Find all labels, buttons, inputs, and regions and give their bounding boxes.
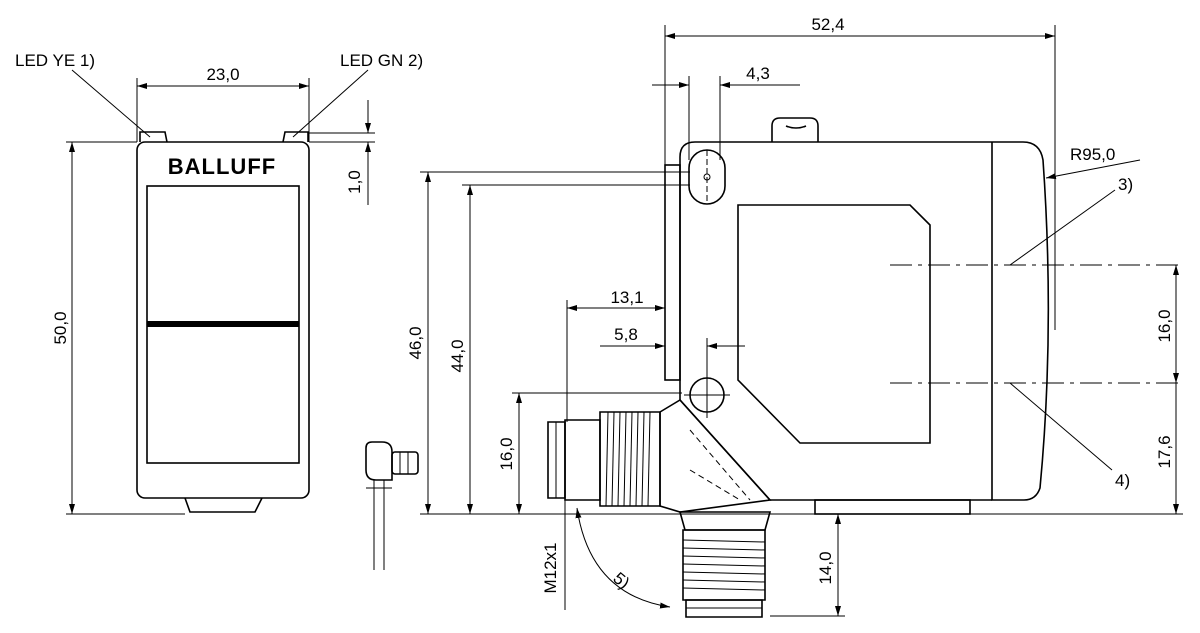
dim-height-46: 46,0 bbox=[406, 326, 425, 359]
label-thread: M12x1 bbox=[541, 542, 560, 593]
dim-optical-17: 17,6 bbox=[1155, 435, 1174, 468]
label-radius: R95,0 bbox=[1070, 145, 1115, 164]
top-clip bbox=[771, 117, 819, 142]
side-housing bbox=[679, 141, 1050, 501]
dim-connector-16: 16,0 bbox=[497, 437, 516, 470]
brand-logo: BALLUFF bbox=[168, 154, 276, 179]
window-divider bbox=[147, 321, 299, 327]
led-ye-leader bbox=[71, 69, 151, 138]
bottom-plate bbox=[814, 499, 971, 515]
dim-front-height: 50,0 bbox=[51, 311, 70, 344]
dim-offset-5: 5,8 bbox=[614, 325, 638, 344]
angled-connector bbox=[547, 398, 772, 618]
mounting-plate bbox=[664, 164, 681, 381]
front-view: BALLUFF 23,0 LED YE 1) LED GN 2) 50,0 1,… bbox=[15, 51, 423, 515]
label-note3: 3) bbox=[1118, 175, 1133, 194]
dim-connector-14: 14,0 bbox=[816, 551, 835, 584]
front-housing bbox=[136, 141, 310, 499]
label-led-ye: LED YE 1) bbox=[15, 51, 95, 70]
dim-hole-spacing: 4,3 bbox=[746, 64, 770, 83]
label-note4: 4) bbox=[1115, 471, 1130, 490]
dim-led-offset: 1,0 bbox=[345, 170, 364, 194]
dim-total-length: 52,4 bbox=[811, 15, 844, 34]
rotation-arc bbox=[575, 507, 671, 609]
cable-connector-sketch bbox=[365, 441, 419, 570]
led-gn-indicator bbox=[282, 131, 309, 143]
dim-optical-16: 16,0 bbox=[1155, 309, 1174, 342]
dim-offset-13: 13,1 bbox=[610, 288, 643, 307]
led-ye-indicator bbox=[139, 131, 168, 143]
label-note5: 5) bbox=[609, 569, 633, 593]
side-view: 52,4 4,3 R95,0 3) 4) 16,0 17,6 46,0 44,0… bbox=[406, 15, 1183, 618]
led-gn-leader bbox=[292, 69, 369, 138]
label-led-gn: LED GN 2) bbox=[340, 51, 423, 70]
dim-height-44: 44,0 bbox=[448, 339, 467, 372]
mounting-tab bbox=[184, 497, 263, 513]
optical-window bbox=[737, 204, 931, 444]
dim-front-width: 23,0 bbox=[206, 65, 239, 84]
